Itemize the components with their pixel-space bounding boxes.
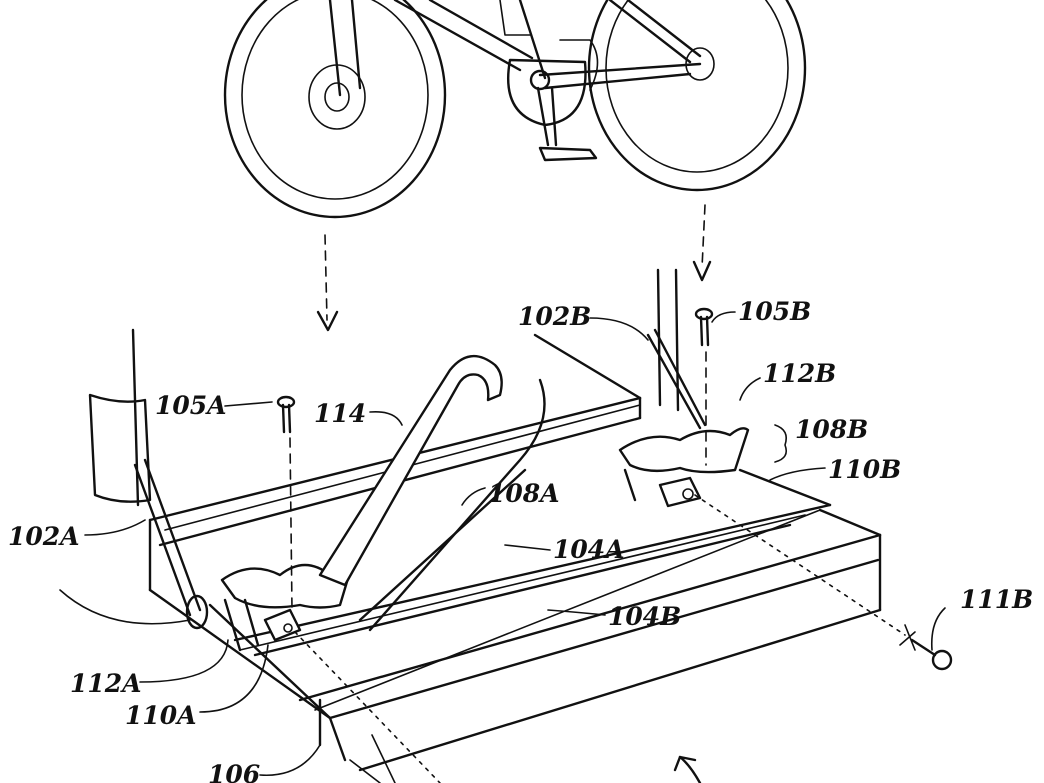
key-111B — [294, 494, 953, 783]
leader-lines — [59, 311, 946, 777]
left-post-102A — [88, 328, 209, 630]
pin-105B — [694, 307, 714, 466]
label-108B: 108B — [795, 415, 868, 444]
label-102A: 102A — [8, 522, 80, 551]
label-102B: 102B — [518, 302, 591, 331]
wheel-hook-114 — [318, 355, 503, 587]
label-108A: 108A — [488, 479, 560, 508]
strap-108A — [358, 378, 546, 632]
label-110B: 110B — [828, 455, 901, 484]
label-104A: 104A — [553, 535, 625, 564]
arrow-106 — [673, 755, 702, 783]
label-111B: 111B — [960, 585, 1033, 614]
reference-labels: 102B 105B 112B 105A 114 108B 110B 108A 1… — [8, 297, 1033, 783]
front-wheel — [223, 0, 447, 219]
lock-110B — [658, 476, 702, 508]
label-104B: 104B — [608, 602, 681, 631]
label-106: 106 — [208, 760, 260, 783]
bicycle-frame — [328, 0, 702, 97]
bicycle — [223, 0, 807, 219]
mounting-arrows — [316, 204, 712, 332]
label-110A: 110A — [125, 701, 197, 730]
bicycle-crank-pedal — [529, 69, 598, 162]
rack-platform — [148, 333, 882, 783]
lock-110A — [263, 608, 302, 642]
label-112A: 112A — [70, 669, 142, 698]
pin-105A — [276, 395, 296, 611]
cradle-112B — [618, 427, 750, 502]
label-105B: 105B — [738, 297, 811, 326]
label-112B: 112B — [763, 359, 836, 388]
rear-wheel — [587, 0, 807, 192]
label-114: 114 — [314, 399, 366, 428]
right-post-102B — [646, 268, 707, 430]
label-105A: 105A — [155, 391, 227, 420]
